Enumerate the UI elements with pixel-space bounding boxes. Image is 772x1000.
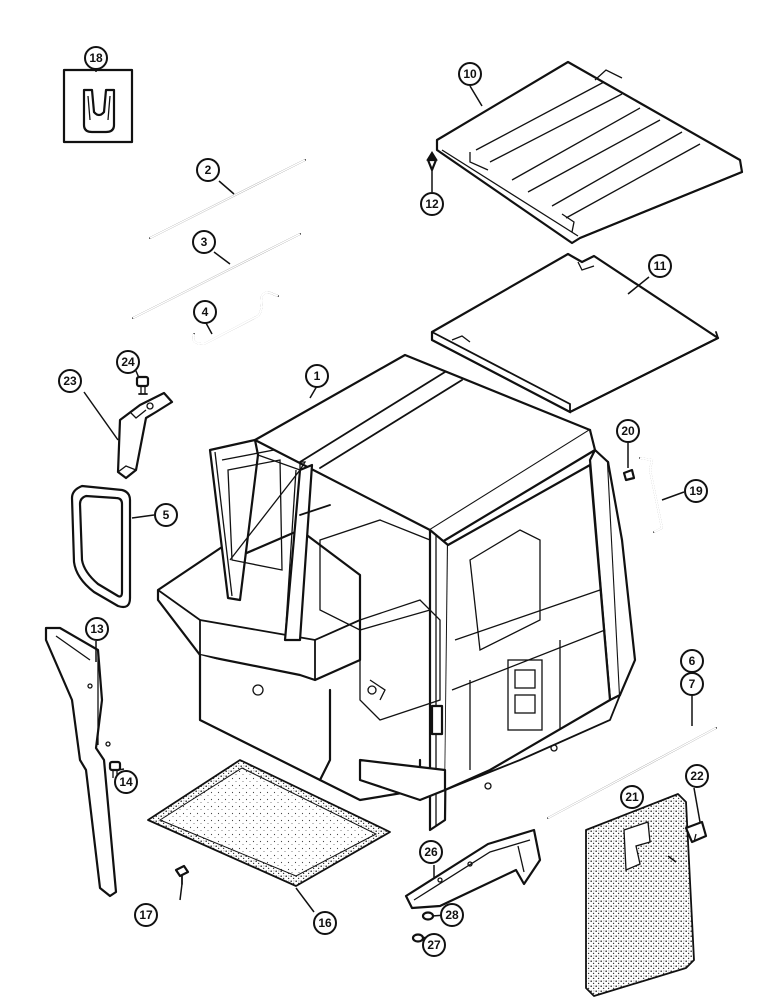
svg-text:21: 21 bbox=[625, 790, 639, 804]
callout-6: 6 bbox=[680, 649, 704, 673]
part-17-clip bbox=[174, 864, 190, 885]
part-22-plug bbox=[684, 820, 708, 844]
callout-22: 22 bbox=[685, 764, 709, 788]
svg-text:27: 27 bbox=[427, 938, 441, 952]
part-14-screw bbox=[108, 760, 122, 778]
callout-12: 12 bbox=[420, 192, 444, 216]
callout-17: 17 bbox=[134, 903, 158, 927]
callout-18: 18 bbox=[84, 46, 108, 70]
svg-text:24: 24 bbox=[121, 355, 135, 369]
svg-text:14: 14 bbox=[119, 775, 133, 789]
part-4-grab-handle bbox=[192, 290, 279, 346]
part-6-7-rod bbox=[547, 727, 717, 819]
part-28-washer bbox=[421, 911, 435, 921]
svg-text:6: 6 bbox=[689, 654, 696, 668]
part-16-floor-mat bbox=[147, 759, 391, 887]
svg-text:2: 2 bbox=[205, 163, 212, 177]
part-19-handle bbox=[639, 457, 664, 533]
svg-text:5: 5 bbox=[163, 508, 170, 522]
callout-13: 13 bbox=[85, 617, 109, 641]
svg-text:12: 12 bbox=[425, 197, 439, 211]
part-24-bolt bbox=[135, 375, 150, 395]
callout-11: 11 bbox=[648, 254, 672, 278]
part-13-trim-strip bbox=[44, 626, 118, 898]
callout-23: 23 bbox=[58, 369, 82, 393]
svg-text:4: 4 bbox=[202, 305, 209, 319]
part-2-rod bbox=[149, 159, 306, 239]
callout-1: 1 bbox=[305, 364, 329, 388]
svg-text:11: 11 bbox=[654, 259, 667, 273]
svg-text:26: 26 bbox=[424, 845, 438, 859]
part-5-window-seal bbox=[70, 484, 132, 609]
svg-text:3: 3 bbox=[201, 235, 208, 249]
callout-28: 28 bbox=[440, 903, 464, 927]
svg-text:20: 20 bbox=[621, 424, 635, 438]
svg-text:10: 10 bbox=[463, 67, 477, 81]
svg-text:23: 23 bbox=[63, 374, 77, 388]
callout-27: 27 bbox=[422, 933, 446, 957]
part-26-trim-piece bbox=[404, 828, 542, 910]
callout-10: 10 bbox=[458, 62, 482, 86]
callout-2: 2 bbox=[196, 158, 220, 182]
callout-24: 24 bbox=[116, 350, 140, 374]
callout-5: 5 bbox=[154, 503, 178, 527]
part-1-cab-frame bbox=[156, 353, 637, 832]
callout-19: 19 bbox=[684, 479, 708, 503]
svg-text:16: 16 bbox=[318, 916, 332, 930]
svg-text:17: 17 bbox=[139, 908, 153, 922]
callout-21: 21 bbox=[620, 785, 644, 809]
part-21-rear-panel bbox=[585, 793, 695, 997]
part-12-screw bbox=[426, 151, 438, 172]
callout-3: 3 bbox=[192, 230, 216, 254]
part-20-fastener bbox=[622, 468, 636, 482]
svg-text:1: 1 bbox=[314, 369, 321, 383]
part-11-headliner bbox=[430, 252, 720, 414]
part-27-nut bbox=[411, 933, 425, 943]
part-3-rod bbox=[132, 233, 301, 319]
part-18-clip bbox=[62, 68, 134, 144]
part-10-roof-panel bbox=[435, 60, 744, 245]
svg-text:22: 22 bbox=[690, 769, 704, 783]
callout-20: 20 bbox=[616, 419, 640, 443]
svg-text:18: 18 bbox=[89, 51, 103, 65]
svg-text:7: 7 bbox=[689, 677, 696, 691]
callout-16: 16 bbox=[313, 911, 337, 935]
svg-text:19: 19 bbox=[689, 484, 703, 498]
callout-26: 26 bbox=[419, 840, 443, 864]
svg-text:13: 13 bbox=[90, 622, 104, 636]
part-23-bracket bbox=[116, 391, 174, 480]
svg-text:28: 28 bbox=[445, 908, 459, 922]
callout-14: 14 bbox=[114, 770, 138, 794]
callout-7: 7 bbox=[680, 672, 704, 696]
callout-4: 4 bbox=[193, 300, 217, 324]
